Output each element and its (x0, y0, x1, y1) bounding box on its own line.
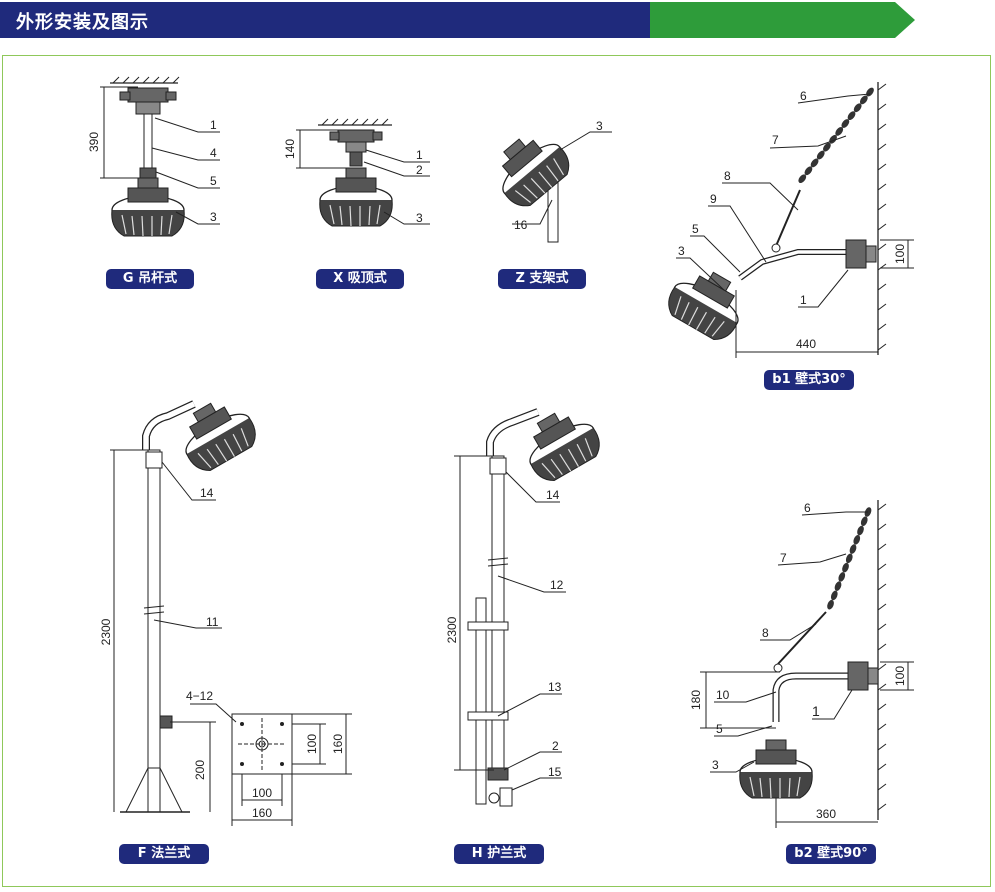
f-dim-200: 200 (193, 760, 207, 780)
g-callout-4: 4 (210, 146, 217, 160)
b1-callout-1: 1 (800, 293, 807, 307)
caption-h-guard: H 护兰式 (454, 844, 544, 864)
b2-callout-10: 10 (716, 688, 730, 702)
header-banner (0, 2, 915, 38)
drawing-z-bracket: 3 16 (483, 119, 612, 243)
drawing-h-guard-pole: 2300 14 12 13 2 15 (445, 399, 608, 807)
caption-x-ceiling: X 吸顶式 (316, 269, 404, 289)
caption-g-pendant: G 吊杆式 (106, 269, 194, 289)
z-callout-3: 3 (596, 119, 603, 133)
b2-dim-100: 100 (893, 666, 907, 686)
g-callout-5: 5 (210, 174, 217, 188)
b1-callout-5: 5 (692, 222, 699, 236)
h-dim-2300: 2300 (445, 616, 459, 643)
x-callout-1: 1 (416, 148, 423, 162)
b1-callout-7: 7 (772, 133, 779, 147)
drawing-b2-wall-90: 100 180 360 6 7 8 10 1 5 3 (689, 500, 914, 828)
drawing-g-pendant: 390 1 4 5 3 (87, 76, 220, 237)
b2-dim-360: 360 (816, 807, 836, 821)
f-flange-label: 4−12 (186, 689, 213, 703)
dim-140: 140 (283, 139, 297, 159)
caption-f-flange: F 法兰式 (119, 844, 209, 864)
x-callout-2: 2 (416, 163, 423, 177)
drawing-f-flange-pole: 2300 200 14 11 1 (99, 389, 352, 826)
drawing-x-ceiling: 140 1 2 3 (283, 118, 430, 227)
b2-callout-1: 1 (812, 703, 820, 719)
h-callout-14: 14 (546, 488, 560, 502)
b1-callout-3: 3 (678, 244, 685, 258)
x-callout-3: 3 (416, 211, 423, 225)
g-callout-3: 3 (210, 210, 217, 224)
g-callout-1: 1 (210, 118, 217, 132)
b1-callout-9: 9 (710, 192, 717, 206)
f-flange-dim-100h: 100 (252, 786, 272, 800)
h-callout-12: 12 (550, 578, 564, 592)
b2-callout-8: 8 (762, 626, 769, 640)
b2-dim-180: 180 (689, 690, 703, 710)
dim-390: 390 (87, 132, 101, 152)
b1-callout-8: 8 (724, 169, 731, 183)
b2-callout-7: 7 (780, 551, 787, 565)
drawing-b1-wall-30: 100 440 6 7 8 9 5 3 1 (660, 82, 914, 358)
section-title: 外形安装及图示 (16, 12, 149, 33)
h-callout-2: 2 (552, 739, 559, 753)
f-callout-14: 14 (200, 486, 214, 500)
b1-dim-100: 100 (893, 244, 907, 264)
f-flange-dim-160h: 160 (252, 806, 272, 820)
diagram-panel (2, 55, 991, 887)
h-callout-13: 13 (548, 680, 562, 694)
h-callout-15: 15 (548, 765, 562, 779)
b2-callout-6: 6 (804, 501, 811, 515)
b2-callout-3: 3 (712, 758, 719, 772)
caption-b2-wall-90: b2 壁式90° (786, 844, 876, 864)
b1-dim-440: 440 (796, 337, 816, 351)
f-callout-11: 11 (206, 615, 219, 629)
b2-callout-5: 5 (716, 722, 723, 736)
caption-b1-wall-30: b1 壁式30° (764, 370, 854, 390)
z-callout-16: 16 (514, 218, 528, 232)
f-flange-dim-100v: 100 (305, 734, 319, 754)
f-dim-2300: 2300 (99, 618, 113, 645)
f-flange-dim-160v: 160 (331, 734, 345, 754)
caption-z-bracket: Z 支架式 (498, 269, 586, 289)
b1-callout-6: 6 (800, 89, 807, 103)
